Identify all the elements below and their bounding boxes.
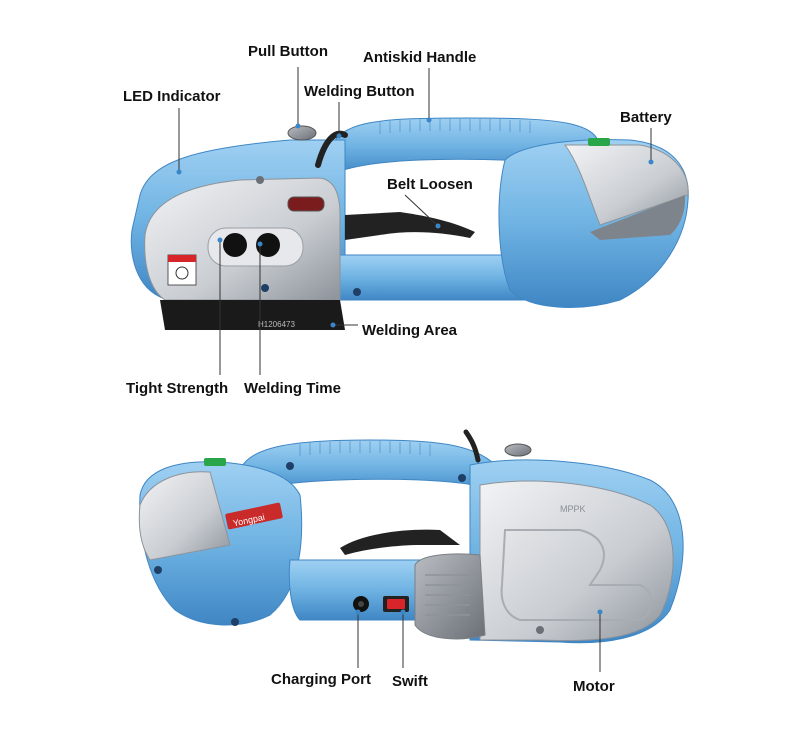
top-knob-plate xyxy=(207,227,304,267)
bottom-motor-endcap xyxy=(414,553,486,640)
top-pull-button xyxy=(287,125,317,141)
top-battery-led xyxy=(588,138,610,146)
label-motor: Motor xyxy=(573,678,615,695)
top-serial-text: H1206473 xyxy=(258,320,295,329)
label-led-indicator: LED Indicator xyxy=(123,88,221,105)
label-welding-area: Welding Area xyxy=(362,322,458,339)
bottom-motor-emboss xyxy=(500,529,653,621)
top-knob-right xyxy=(256,233,280,257)
bottom-battery-led xyxy=(204,458,226,466)
top-handle-ridges xyxy=(379,119,531,134)
top-base-welding-area xyxy=(160,300,345,330)
bottom-welding-lever xyxy=(463,429,481,463)
top-belt-loosen-trigger xyxy=(345,212,475,240)
label-belt-loosen: Belt Loosen xyxy=(387,176,473,193)
top-knob-left xyxy=(223,233,247,257)
bottom-pull-button xyxy=(504,443,532,457)
label-tight-strength: Tight Strength xyxy=(126,380,229,397)
top-indicator-window xyxy=(287,196,325,212)
top-battery-grip xyxy=(590,195,686,240)
label-welding-button: Welding Button xyxy=(304,83,415,100)
label-pull-button: Pull Button xyxy=(248,43,328,60)
bottom-motor-fins xyxy=(425,574,470,616)
bottom-battery-cap xyxy=(138,471,231,561)
bottom-metal-cover xyxy=(479,480,674,642)
top-battery-cap xyxy=(564,144,689,226)
label-antiskid-handle: Antiskid Handle xyxy=(363,49,477,66)
label-battery: Battery xyxy=(620,109,672,126)
label-welding-time: Welding Time xyxy=(244,380,341,397)
leader-lines xyxy=(178,67,652,672)
bottom-trigger xyxy=(340,529,460,555)
top-welding-lever xyxy=(315,130,348,168)
label-swift: Swift xyxy=(392,673,428,690)
bottom-switch-rocker xyxy=(387,599,405,609)
bottom-side-brand-sticker xyxy=(225,502,283,530)
leader-dots xyxy=(176,117,654,615)
bottom-handle-ridges xyxy=(299,441,431,456)
label-charging-port: Charging Port xyxy=(271,671,371,688)
leader-belt-loosen xyxy=(404,194,439,227)
bottom-brand-text: MPPK xyxy=(560,504,586,514)
